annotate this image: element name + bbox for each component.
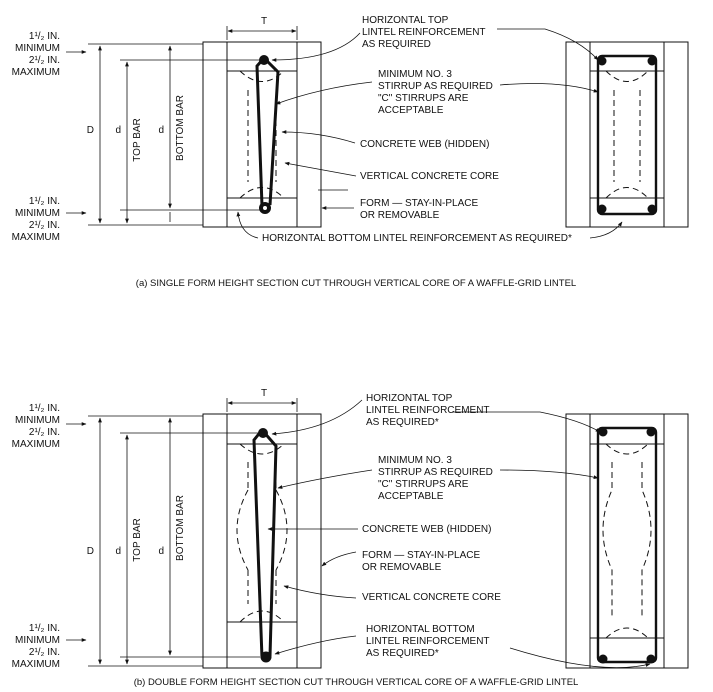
panel-a-stirrup-4: ACCEPTABLE [378,105,444,116]
panel-a-bottom-reinf: HORIZONTAL BOTTOM LINTEL REINFORCEMENT A… [262,233,572,244]
panel-a-leaders [236,28,623,239]
panel-b-top-clear-2: MINIMUM [15,415,60,426]
panel-a-dim-d-bottom: d [158,125,164,136]
panel-b-top-clear-1: 1¹/₂ IN. [29,403,60,414]
panel-a-top-reinf-1: HORIZONTAL TOP [362,15,449,26]
panel-b-bottom-reinf-1: HORIZONTAL BOTTOM [366,624,475,635]
panel-a-web: CONCRETE WEB (HIDDEN) [360,139,489,150]
panel-b-section-right [565,413,689,669]
panel-a-top-bar-label: TOP BAR [132,118,143,162]
panel-b-top-clear-4: MAXIMUM [12,439,60,450]
panel-b-dimensions [66,398,298,667]
panel-b-bot-clear-2: MINIMUM [15,635,60,646]
panel-b-bottom-bar-label: BOTTOM BAR [175,495,186,561]
panel-b-stirrup-4: ACCEPTABLE [378,491,444,502]
panel-a-stirrup-2: STIRRUP AS REQUIRED [378,81,493,92]
panel-a-form-2: OR REMOVABLE [360,210,440,221]
panel-a-stirrup-3: "C" STIRRUPS ARE [378,93,469,104]
panel-a-dim-t: T [261,16,267,27]
panel-b-form-1: FORM — STAY-IN-PLACE [362,550,480,561]
panel-b-bot-clear-4: MAXIMUM [12,659,60,670]
panel-b-stirrup-1: MINIMUM NO. 3 [378,455,452,466]
panel-b-dim-t: T [261,388,267,399]
panel-a-caption: (a) SINGLE FORM HEIGHT SECTION CUT THROU… [136,278,576,289]
panel-a-bot-clear-1: 1¹/₂ IN. [29,196,60,207]
panel-b-bottom-reinf-2: LINTEL REINFORCEMENT [366,636,490,647]
panel-b-core: VERTICAL CONCRETE CORE [362,592,501,603]
panel-b-bottom-reinf-3: AS REQUIRED* [366,648,439,659]
panel-a-stirrup-1: MINIMUM NO. 3 [378,69,452,80]
panel-b-dim-d-top: d [115,546,121,557]
panel-b-form-2: OR REMOVABLE [362,562,442,573]
panel-a-top-reinf-2: LINTEL REINFORCEMENT [362,27,486,38]
panel-b-bot-clear-3: 2¹/₂ IN. [29,647,60,658]
panel-b-top-bar-label: TOP BAR [132,518,143,562]
panel-b-dim-D: D [87,546,94,557]
panel-b-caption: (b) DOUBLE FORM HEIGHT SECTION CUT THROU… [134,677,579,688]
panel-b-stirrup-3: "C" STIRRUPS ARE [378,479,469,490]
panel-b-top-reinf-3: AS REQUIRED* [366,417,439,428]
panel-a-bot-clear-2: MINIMUM [15,208,60,219]
panel-a-bot-clear-3: 2¹/₂ IN. [29,220,60,231]
panel-b-labels: T D d d TOP BAR BOTTOM BAR 1¹/₂ IN. MINI… [12,388,579,688]
panel-a-bottom-bar-label: BOTTOM BAR [175,95,186,161]
panel-a-dimensions [66,26,298,226]
panel-b-web: CONCRETE WEB (HIDDEN) [362,524,491,535]
panel-a-dim-d-top: d [115,125,121,136]
panel-a-dim-D: D [87,125,94,136]
panel-a-section-right [565,41,689,228]
panel-b-dim-d-bottom: d [158,546,164,557]
panel-a-top-clear-3: 2¹/₂ IN. [29,55,60,66]
panel-a-bot-clear-4: MAXIMUM [12,232,60,243]
panel-a-labels: T D d d TOP BAR BOTTOM BAR 1¹/₂ IN. MINI… [12,15,577,289]
panel-b-top-clear-3: 2¹/₂ IN. [29,427,60,438]
panel-a-section-left [202,41,322,228]
panel-a-top-clear-4: MAXIMUM [12,67,60,78]
panel-b-top-reinf-1: HORIZONTAL TOP [366,393,453,404]
panel-b-bot-clear-1: 1¹/₂ IN. [29,623,60,634]
panel-b-section-left [202,413,322,669]
panel-a-top-reinf-3: AS REQUIRED [362,39,431,50]
panel-b-stirrup-2: STIRRUP AS REQUIRED [378,467,493,478]
panel-a-form-1: FORM — STAY-IN-PLACE [360,198,478,209]
panel-b-top-reinf-2: LINTEL REINFORCEMENT [366,405,490,416]
panel-a-core: VERTICAL CONCRETE CORE [360,171,499,182]
panel-a-top-clear-1: 1¹/₂ IN. [29,31,60,42]
panel-b-leaders [267,399,651,668]
panel-a-top-clear-2: MINIMUM [15,43,60,54]
